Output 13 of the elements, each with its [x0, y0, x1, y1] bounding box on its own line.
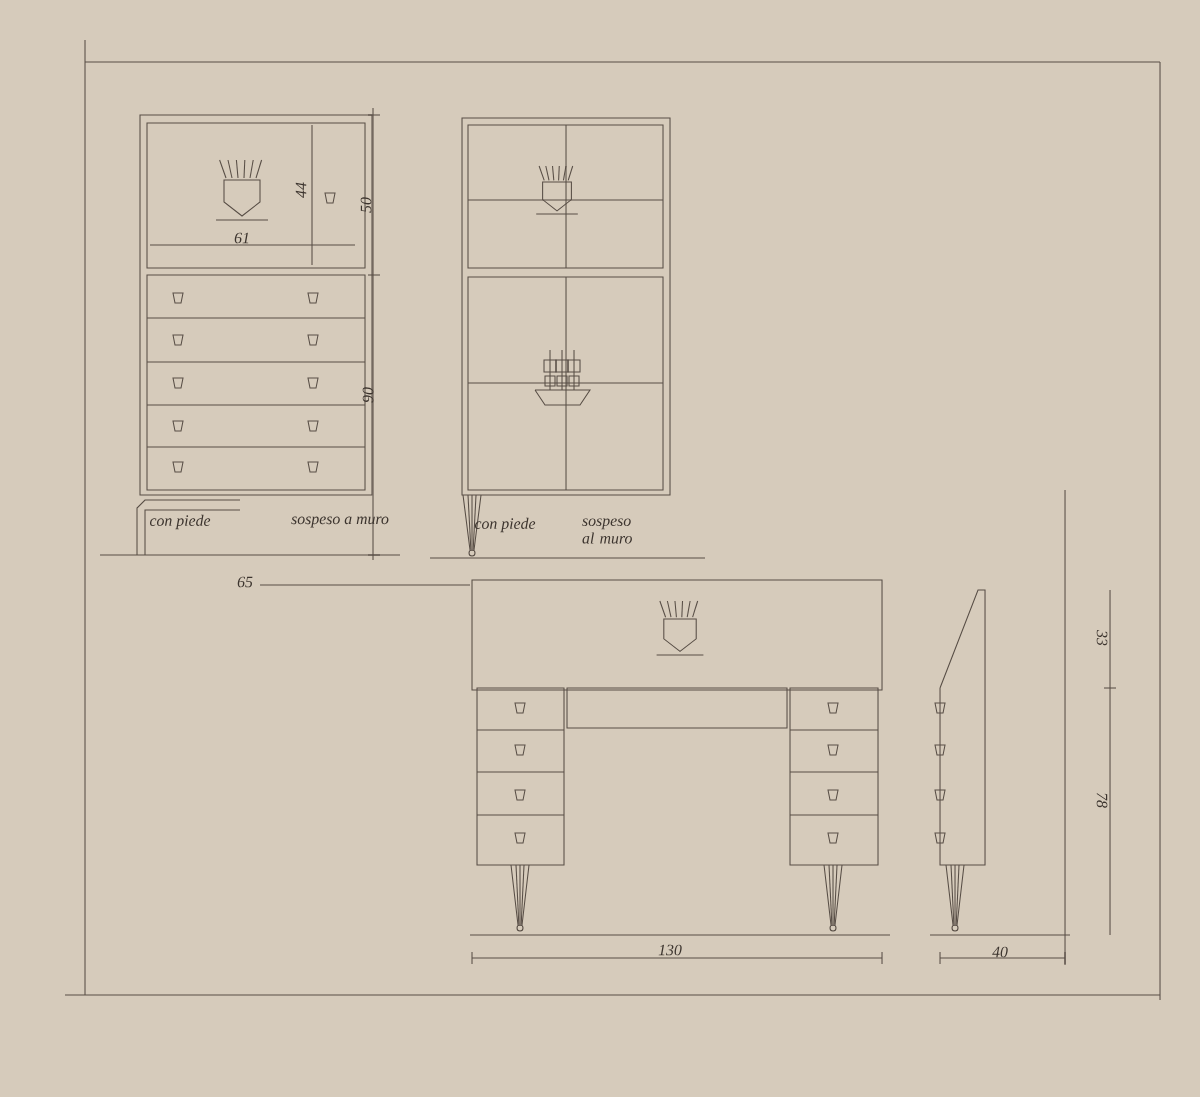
dimension-label: 33: [1096, 630, 1108, 646]
dimension-label: 65: [237, 576, 253, 588]
note-text: con piede: [150, 514, 211, 530]
dimension-label: 78: [1096, 793, 1108, 808]
dimension-label: 50: [360, 197, 372, 213]
note-text: sospeso a muro: [291, 516, 389, 528]
dimension-label: 44: [295, 182, 307, 198]
dimension-label: 130: [658, 944, 682, 956]
dimension-label: 40: [992, 946, 1008, 958]
dimension-label: 61: [234, 232, 249, 244]
note-text: con piede: [475, 517, 536, 533]
dimension-label: 90: [362, 387, 374, 403]
note-text: sospeso al muro: [582, 518, 632, 544]
